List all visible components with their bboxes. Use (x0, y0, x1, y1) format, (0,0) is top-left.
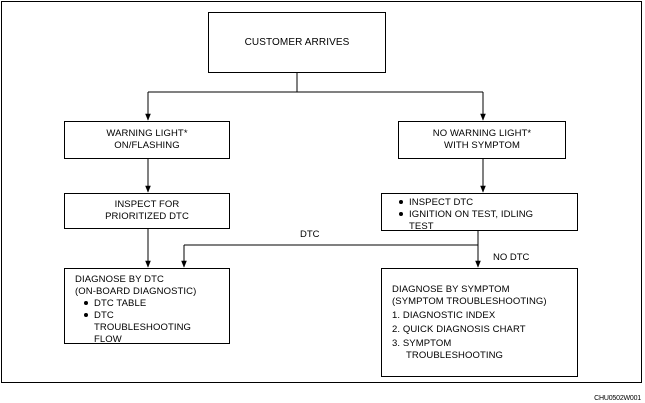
warning-light-box: WARNING LIGHT* ON/FLASHING (64, 121, 230, 159)
inspect-prioritized-dtc-box: INSPECT FOR PRIORITIZED DTC (64, 193, 230, 229)
customer-arrives-label: CUSTOMER ARRIVES (244, 36, 350, 48)
diagnose-symptom-heading-2: (SYMPTOM TROUBLESHOOTING) (392, 296, 547, 307)
diagnose-dtc-heading-1: DIAGNOSE BY DTC (75, 274, 164, 285)
inspect-dtc-continuation: TEST (409, 221, 434, 232)
no-warning-line-2: WITH SYMPTOM (444, 140, 520, 151)
no-warning-line-1: NO WARNING LIGHT* (432, 128, 532, 139)
diagnose-by-dtc-box: DIAGNOSE BY DTC (ON-BOARD DIAGNOSTIC) DT… (64, 268, 230, 345)
inspect-dtc-box: INSPECT DTC IGNITION ON TEST, IDLING TES… (381, 193, 578, 232)
diagnose-symptom-heading-1: DIAGNOSE BY SYMPTOM (392, 284, 510, 295)
diagnose-dtc-item-2: DTC (83, 310, 229, 322)
inspect-prioritized-line-1: INSPECT FOR (114, 199, 180, 210)
outer-border (1, 1, 642, 383)
edge-label-dtc: DTC (300, 229, 320, 240)
customer-arrives-box: CUSTOMER ARRIVES (208, 12, 386, 73)
diagnose-dtc-heading-2: (ON-BOARD DIAGNOSTIC) (75, 286, 197, 297)
diagnose-symptom-item-3: 3. SYMPTOM (392, 338, 452, 349)
diagnose-dtc-item-1: DTC TABLE (83, 298, 229, 310)
warning-light-line-1: WARNING LIGHT* (106, 128, 188, 139)
diagnose-dtc-continuation-1: TROUBLESHOOTING (94, 322, 192, 333)
diagnose-by-symptom-box: DIAGNOSE BY SYMPTOM (SYMPTOM TROUBLESHOO… (381, 268, 578, 377)
diagnose-dtc-continuation-2: FLOW (94, 334, 122, 345)
diagnose-symptom-item-1: 1. DIAGNOSTIC INDEX (392, 310, 496, 321)
inspect-prioritized-line-2: PRIORITIZED DTC (105, 211, 189, 222)
edge-label-no-dtc: NO DTC (493, 252, 530, 263)
inspect-dtc-item-1: INSPECT DTC (398, 197, 577, 209)
inspect-dtc-item-2: IGNITION ON TEST, IDLING (398, 209, 577, 221)
figure-code: CHU0502W001 (594, 395, 641, 402)
warning-light-line-2: ON/FLASHING (114, 140, 180, 151)
no-warning-light-box: NO WARNING LIGHT* WITH SYMPTOM (398, 121, 566, 159)
diagnose-symptom-item-2: 2. QUICK DIAGNOSIS CHART (392, 324, 526, 335)
diagnose-symptom-continuation: TROUBLESHOOTING (406, 350, 504, 361)
